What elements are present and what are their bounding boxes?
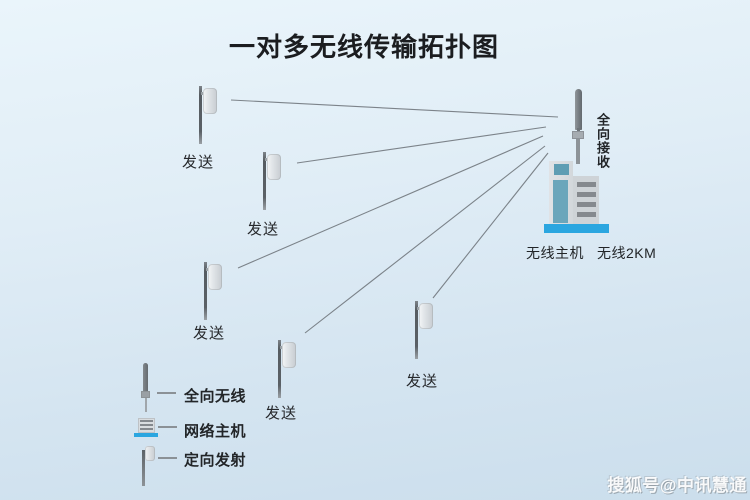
directional-antenna-icon	[419, 303, 433, 329]
omni-antenna-icon	[143, 363, 148, 393]
legend-label: 定向发射	[184, 452, 247, 469]
host-vent	[577, 212, 596, 217]
legend-dash	[158, 426, 177, 428]
host-base	[134, 433, 158, 437]
transmitter-antenna	[415, 301, 437, 361]
legend-dash	[157, 392, 176, 394]
antenna-joint	[577, 128, 580, 133]
omni-antenna-icon	[575, 89, 582, 130]
transmitter-label: 发送	[265, 405, 298, 422]
host-panel-small	[554, 164, 569, 175]
legend-dash	[158, 457, 177, 459]
antenna-connector	[572, 131, 584, 139]
transmitter-label: 发送	[182, 154, 215, 171]
antenna-connector	[141, 391, 150, 398]
antenna-pole	[145, 398, 147, 412]
antenna-pole	[263, 152, 266, 210]
legend-label: 网络主机	[184, 423, 247, 440]
antenna-pole	[142, 450, 145, 486]
host-vent	[577, 192, 596, 197]
antenna-pole	[278, 340, 281, 398]
host-base	[544, 224, 609, 233]
legend-label: 全向无线	[184, 388, 247, 405]
transmitter-label: 发送	[247, 221, 280, 238]
receiver-caption: 无线主机无线2KM	[526, 243, 656, 263]
directional-antenna-icon	[267, 154, 281, 180]
host-panel-tall	[553, 180, 568, 223]
directional-antenna-icon	[208, 264, 222, 290]
antenna-pole	[204, 262, 207, 320]
transmitter-label: 发送	[406, 373, 439, 390]
transmitter-label: 发送	[193, 325, 226, 342]
directional-antenna-icon	[203, 88, 217, 114]
host-vent	[140, 420, 153, 431]
page-title: 一对多无线传输拓扑图	[228, 32, 499, 62]
host-vent	[577, 182, 596, 187]
host-vent	[577, 202, 596, 207]
watermark: 搜狐号@中讯慧通	[607, 476, 747, 495]
antenna-pole	[199, 86, 202, 144]
transmitter-antenna	[199, 86, 221, 146]
range-label: 无线2KM	[597, 245, 657, 261]
directional-antenna-icon	[282, 342, 296, 368]
receiver-label: 全向接收	[595, 113, 610, 169]
antenna-pole	[415, 301, 418, 359]
antenna-pole	[576, 139, 580, 164]
host-label: 无线主机	[526, 245, 584, 261]
transmitter-antenna	[204, 262, 226, 322]
directional-antenna-icon	[145, 446, 155, 461]
transmitter-antenna	[278, 340, 300, 400]
transmitter-antenna	[263, 152, 285, 212]
